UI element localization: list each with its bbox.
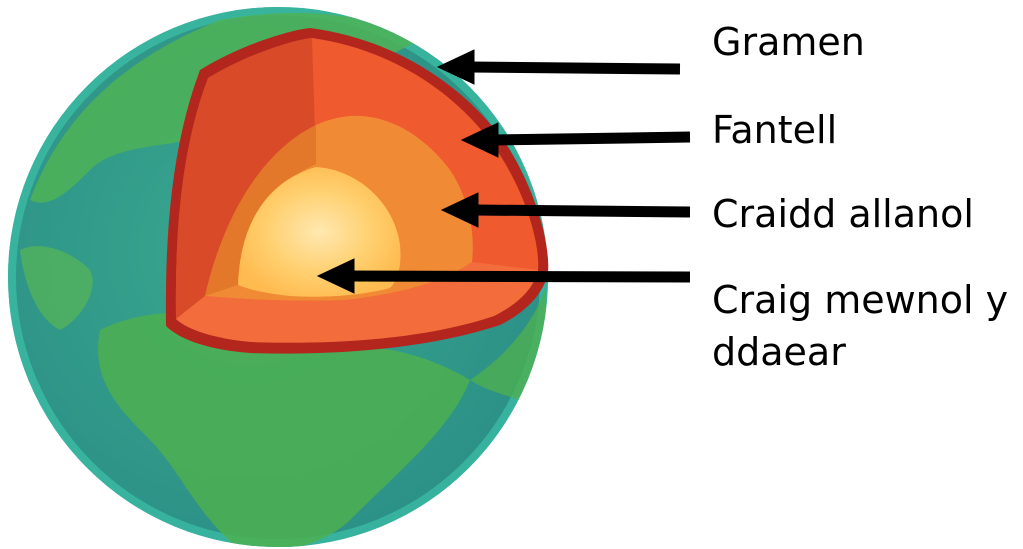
land-east bbox=[470, 290, 546, 400]
label-crust: Gramen bbox=[712, 20, 865, 64]
arrow-inner-core-line bbox=[349, 270, 691, 283]
land-south bbox=[98, 312, 470, 547]
label-mantle: Fantell bbox=[712, 108, 838, 152]
inner-core-layer bbox=[238, 167, 401, 297]
arrow-mantle-head bbox=[460, 122, 499, 158]
arrow-outer-core-head bbox=[440, 192, 479, 228]
label-outer-core: Craidd allanol bbox=[712, 192, 974, 236]
arrow-mantle-line bbox=[494, 131, 691, 146]
arrow-crust-line bbox=[469, 61, 681, 75]
cutaway-wedge bbox=[165, 28, 549, 354]
arrow-outer-core-line bbox=[474, 204, 691, 218]
mantle-face bbox=[175, 38, 316, 319]
wedge-bottom bbox=[176, 262, 538, 343]
arrow-inner-core-head bbox=[316, 258, 355, 294]
arrow-crust-head bbox=[436, 49, 475, 85]
label-inner-core: Craig mewnol y ddaear bbox=[712, 278, 1009, 374]
land-west bbox=[20, 246, 93, 330]
arrows bbox=[316, 49, 691, 294]
